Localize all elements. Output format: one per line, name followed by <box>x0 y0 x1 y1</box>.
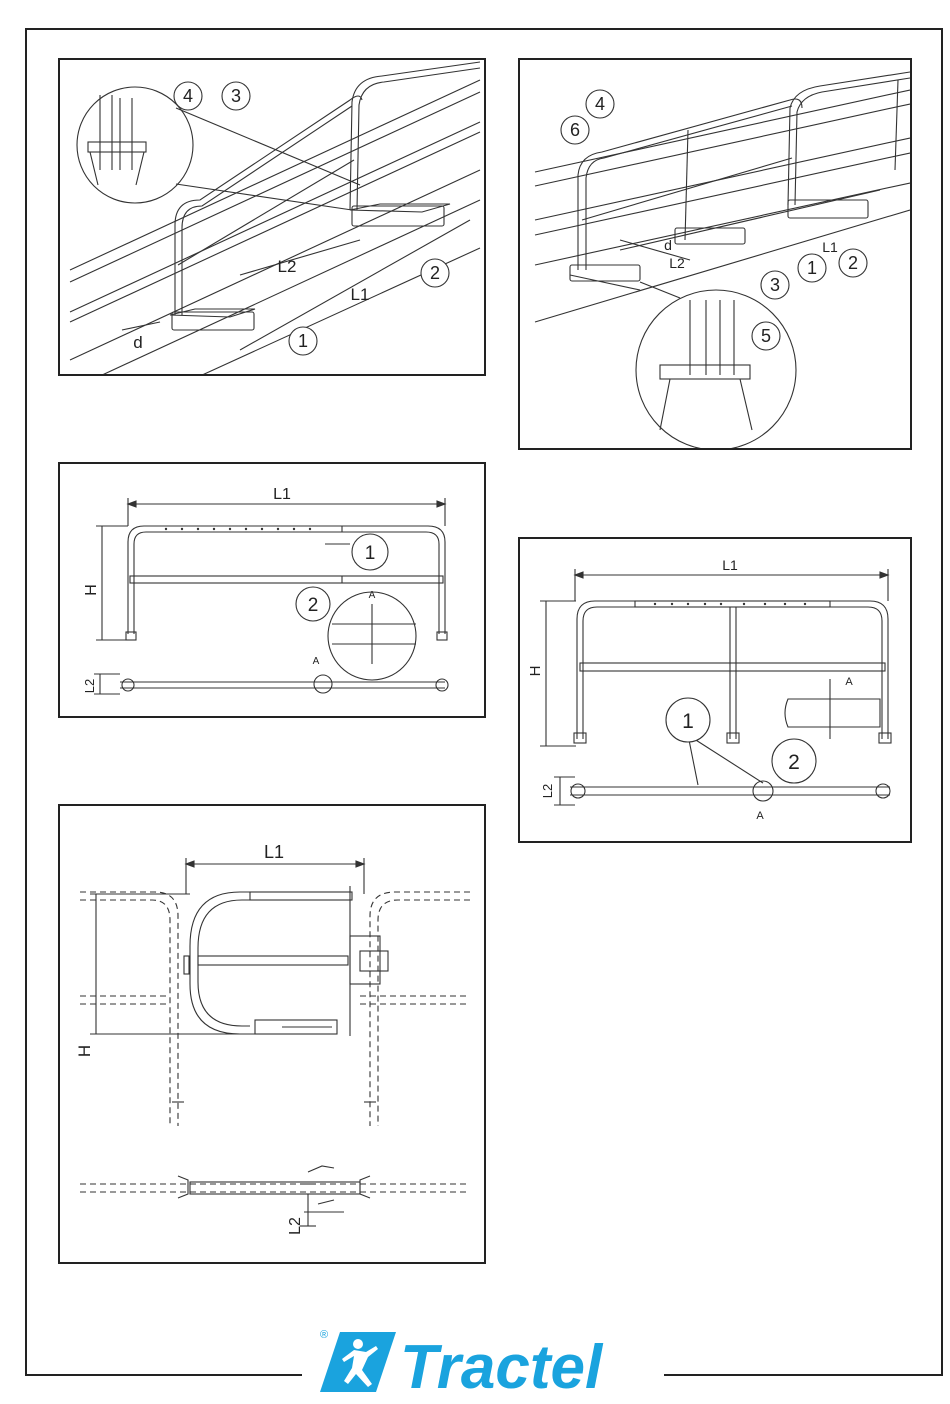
callout-1: 1 <box>807 258 817 278</box>
registered-mark: ® <box>320 1329 328 1341</box>
tractel-logo-svg: ® Tractel <box>318 1326 650 1396</box>
dimension-L2-label: L2 <box>278 257 297 276</box>
dimension-L1-label: L1 <box>273 486 291 503</box>
callout-6: 6 <box>570 120 580 140</box>
detail-A-marker: A <box>369 590 376 601</box>
callout-3: 3 <box>770 275 780 295</box>
figure-gate-view: L1 H L2 <box>58 804 486 1264</box>
dimension-d-label: d <box>133 333 142 352</box>
front-top-view-drawing: L1 H L2 1 2 A A <box>60 464 486 718</box>
dimension-d-label: d <box>664 237 672 253</box>
callout-5: 5 <box>761 326 771 346</box>
callout-1: 1 <box>298 331 308 351</box>
gate-view-drawing: L1 H L2 <box>60 806 486 1264</box>
dimension-L2-label: L2 <box>669 255 685 271</box>
callout-1: 1 <box>365 543 376 564</box>
front-top-view-center-post-drawing: L1 H L2 1 2 A A <box>520 539 912 843</box>
callout-3: 3 <box>231 86 241 106</box>
isometric-guardrail-variant-drawing: 4 6 5 3 1 2 d L2 L1 <box>520 60 912 450</box>
dimension-L2-label: L2 <box>540 784 555 798</box>
callout-2: 2 <box>308 595 319 616</box>
dimension-L2-label: L2 <box>287 1217 304 1235</box>
tractel-logo: ® Tractel <box>318 1326 650 1396</box>
callout-4: 4 <box>595 94 605 114</box>
figure-isometric-guardrail-variant: 4 6 5 3 1 2 d L2 L1 <box>518 58 912 450</box>
dimension-L1-label: L1 <box>722 557 738 573</box>
isometric-guardrail-drawing: 4 3 2 1 L2 L1 d <box>60 60 486 376</box>
dimension-H-label: H <box>75 1045 94 1057</box>
dimension-L1-label: L1 <box>822 239 838 255</box>
dimension-L1-label: L1 <box>264 842 284 862</box>
footer-rule-right <box>664 1374 943 1376</box>
dimension-H-label: H <box>83 584 100 596</box>
dimension-H-label: H <box>527 666 544 677</box>
dimension-L2-label: L2 <box>82 679 97 693</box>
section-A-marker: A <box>756 810 764 822</box>
figure-isometric-guardrail: 4 3 2 1 L2 L1 d <box>58 58 486 376</box>
figure-front-top-view: L1 H L2 1 2 A A <box>58 462 486 718</box>
dimension-L1-label: L1 <box>351 285 370 304</box>
figure-front-top-view-center-post: L1 H L2 1 2 A A <box>518 537 912 843</box>
brand-wordmark: Tractel <box>400 1333 604 1396</box>
callout-4: 4 <box>183 86 193 106</box>
detail-A-marker: A <box>845 676 853 688</box>
footer-rule-left <box>25 1374 302 1376</box>
callout-2: 2 <box>430 263 440 283</box>
callout-2: 2 <box>848 253 858 273</box>
callout-1: 1 <box>682 710 694 733</box>
callout-2: 2 <box>788 751 800 774</box>
section-A-marker: A <box>313 656 320 667</box>
